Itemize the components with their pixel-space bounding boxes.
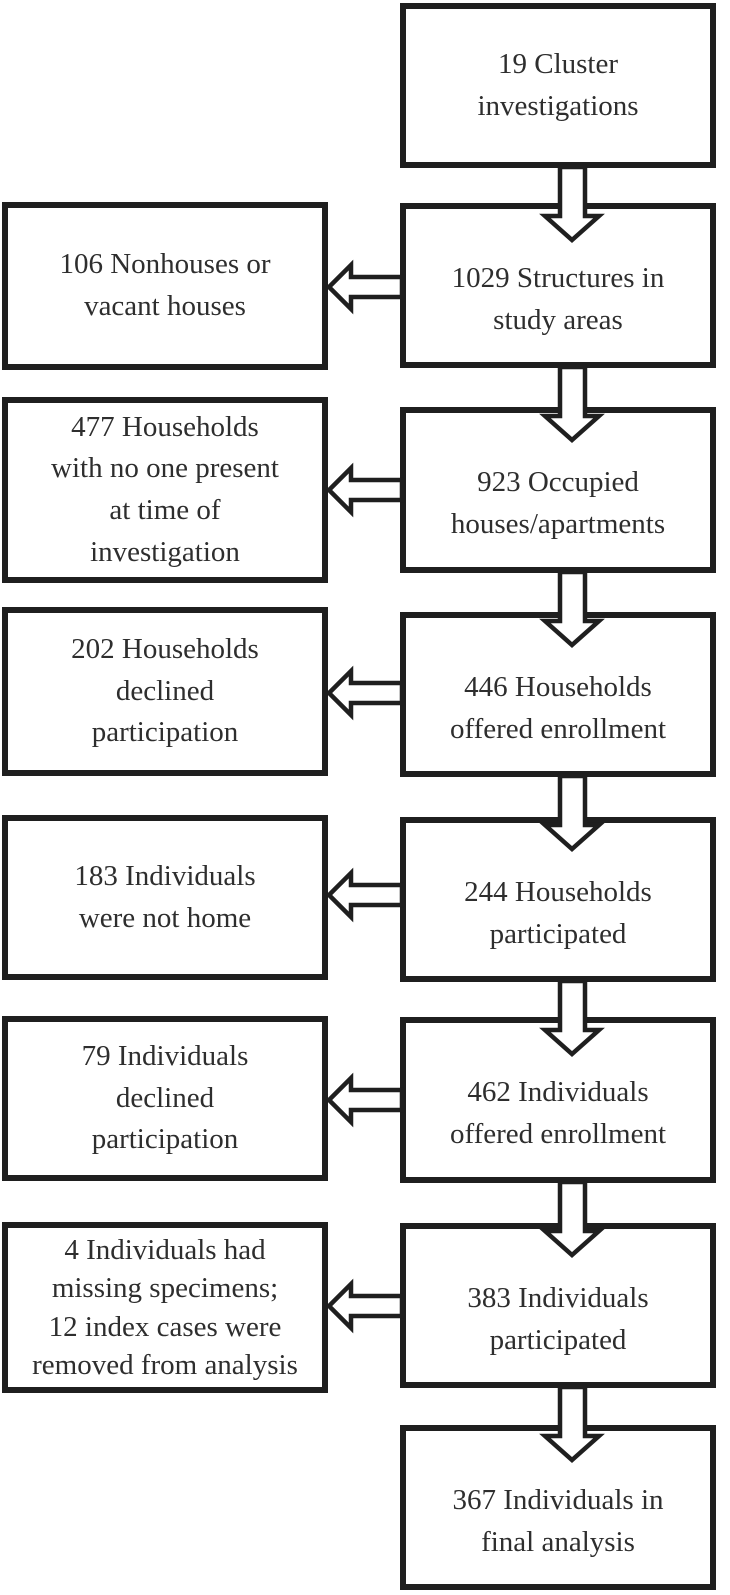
down-arrow-icon	[539, 569, 605, 649]
left-arrow-icon	[325, 1072, 405, 1128]
left-arrow-icon	[325, 1278, 405, 1334]
down-arrow-icon	[539, 978, 605, 1058]
left-arrow-icon	[325, 259, 405, 315]
left-arrow-icon	[325, 867, 405, 923]
down-arrow-icon	[539, 164, 605, 244]
down-arrow-icon	[539, 364, 605, 444]
down-arrow-icon	[539, 773, 605, 853]
left-arrow-icon	[325, 462, 405, 518]
left-arrow-icon	[325, 665, 405, 721]
down-arrow-icon	[539, 1384, 605, 1464]
down-arrow-icon	[539, 1179, 605, 1259]
